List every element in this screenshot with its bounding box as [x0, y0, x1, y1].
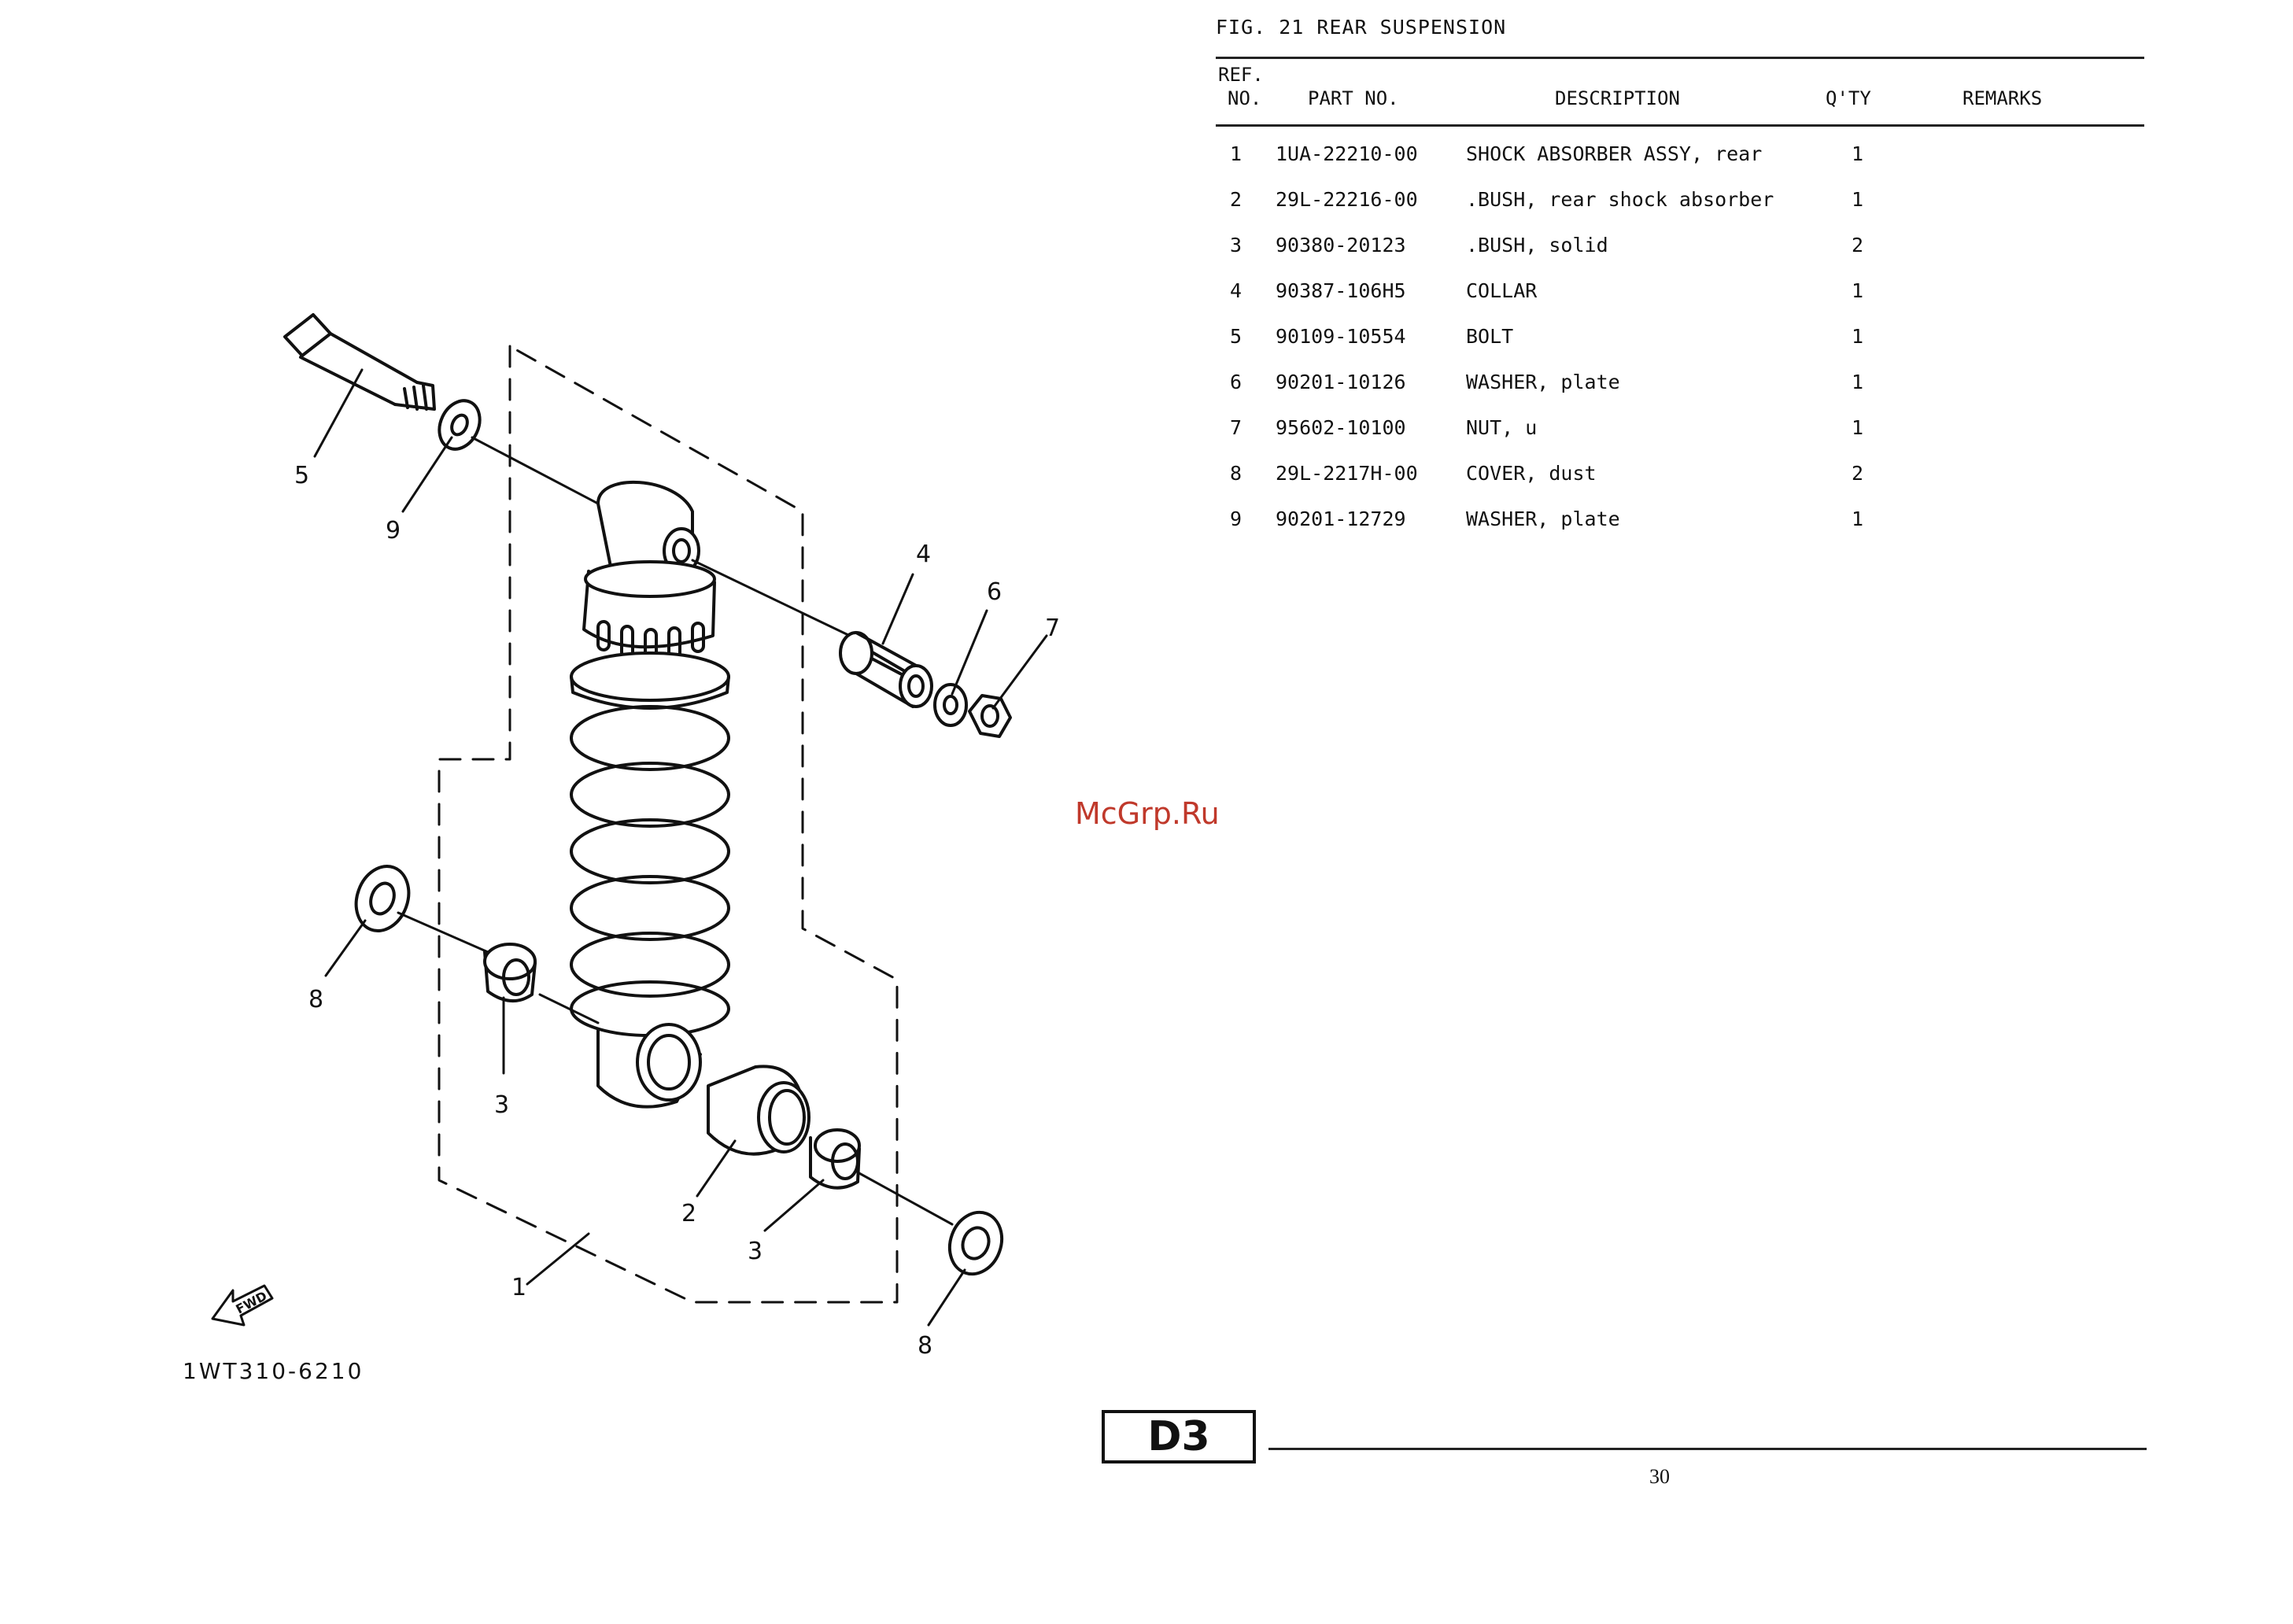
header-rule-bottom: [1216, 124, 2144, 127]
callout-3-right: 3: [748, 1238, 762, 1265]
rear-shock-bush-part: [707, 1065, 810, 1156]
cell-part-no: 90201-12729: [1276, 507, 1406, 530]
cell-part-no: 90387-106H5: [1276, 279, 1406, 302]
page-number: 30: [1649, 1465, 1670, 1488]
cell-ref: 8: [1230, 462, 1243, 485]
section-badge: D3: [1102, 1410, 1256, 1463]
column-header-remarks: REMARKS: [1963, 87, 2043, 109]
footer-rule: [1268, 1448, 2147, 1450]
callout-8-left: 8: [308, 986, 323, 1013]
callout-1: 1: [511, 1274, 526, 1301]
cell-ref: 1: [1230, 142, 1243, 165]
callout-2: 2: [681, 1200, 696, 1227]
leader-lines: [313, 368, 1048, 1327]
callout-3-left: 3: [494, 1091, 509, 1119]
callout-4: 4: [916, 541, 931, 568]
fwd-arrow-icon: FWD: [211, 1284, 274, 1327]
callout-9: 9: [386, 517, 401, 544]
nut-part: [968, 694, 1012, 738]
cell-description: .BUSH, rear shock absorber: [1466, 188, 1774, 211]
column-header-qty: Q'TY: [1826, 87, 1871, 109]
column-header-ref-line2: NO.: [1228, 87, 1262, 109]
solid-bush-right-part: [809, 1128, 861, 1190]
header-rule-top: [1216, 57, 2144, 59]
solid-bush-left-part: [483, 943, 537, 1003]
cell-description: SHOCK ABSORBER ASSY, rear: [1466, 142, 1763, 165]
column-header-part-no: PART NO.: [1308, 87, 1399, 109]
callout-6: 6: [987, 578, 1002, 606]
dust-cover-right-part: [947, 1210, 1004, 1276]
cell-qty: 1: [1852, 279, 1864, 302]
bolt-part: [283, 313, 436, 411]
cell-ref: 3: [1230, 234, 1243, 257]
axis-line: [856, 1171, 954, 1226]
cell-qty: 1: [1852, 142, 1864, 165]
cell-part-no: 1UA-22210-00: [1276, 142, 1418, 165]
assembly-boundary-dashed: [438, 345, 899, 1304]
callouts: 5 9 4 6 7 8 3 2 3 1 8: [294, 462, 1060, 1360]
cell-qty: 2: [1852, 234, 1864, 257]
cell-qty: 1: [1852, 507, 1864, 530]
cell-qty: 1: [1852, 325, 1864, 348]
dust-cover-left-part: [354, 865, 411, 932]
cell-description: COVER, dust: [1466, 462, 1597, 485]
cell-part-no: 29L-2217H-00: [1276, 462, 1418, 485]
axis-line: [471, 436, 600, 505]
cell-ref: 4: [1230, 279, 1243, 302]
axis-line: [691, 559, 851, 637]
axis-line: [397, 911, 489, 954]
figure-title: FIG. 21 REAR SUSPENSION: [1216, 16, 1507, 39]
column-header-ref: REF. NO.: [1218, 63, 1264, 110]
cell-part-no: 29L-22216-00: [1276, 188, 1418, 211]
column-header-description: DESCRIPTION: [1555, 87, 1680, 109]
cell-ref: 5: [1230, 325, 1243, 348]
watermark-text: McGrp.Ru: [1075, 796, 1220, 831]
cell-ref: 7: [1230, 416, 1243, 439]
cell-part-no: 90109-10554: [1276, 325, 1406, 348]
collar-part: [839, 631, 933, 708]
cell-description: WASHER, plate: [1466, 371, 1620, 393]
cell-qty: 1: [1852, 416, 1864, 439]
cell-description: BOLT: [1466, 325, 1514, 348]
diagram-code: 1WT310-6210: [183, 1358, 364, 1384]
cell-part-no: 95602-10100: [1276, 416, 1406, 439]
washer-6-part: [933, 683, 968, 727]
callout-8-right: 8: [918, 1332, 932, 1360]
cell-description: WASHER, plate: [1466, 507, 1620, 530]
cell-qty: 2: [1852, 462, 1864, 485]
cell-ref: 2: [1230, 188, 1243, 211]
cell-qty: 1: [1852, 371, 1864, 393]
cell-part-no: 90201-10126: [1276, 371, 1406, 393]
cell-part-no: 90380-20123: [1276, 234, 1406, 257]
cell-ref: 6: [1230, 371, 1243, 393]
cell-description: COLLAR: [1466, 279, 1538, 302]
cell-qty: 1: [1852, 188, 1864, 211]
axis-line: [538, 993, 600, 1024]
callout-7: 7: [1045, 615, 1060, 642]
column-header-ref-line1: REF.: [1218, 64, 1264, 86]
callout-5: 5: [294, 462, 309, 489]
rear-suspension-diagram: 5 9 4 6 7 8 3 2 3 1 8 FWD: [211, 313, 1060, 1360]
washer-9-part: [438, 399, 482, 451]
cell-description: NUT, u: [1466, 416, 1538, 439]
shock-absorber-part: [570, 480, 730, 1109]
cell-description: .BUSH, solid: [1466, 234, 1608, 257]
cell-ref: 9: [1230, 507, 1243, 530]
